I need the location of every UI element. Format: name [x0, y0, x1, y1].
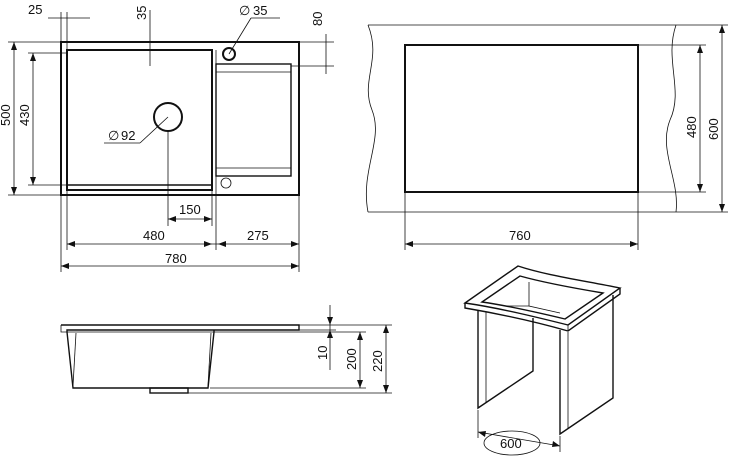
bowl-outline [66, 49, 213, 191]
drain-outlet [149, 387, 189, 394]
sink-outline [60, 41, 300, 196]
dim-hole-offset: 35 [134, 6, 149, 20]
dim-cutout-inner-height: 480 [684, 116, 699, 138]
dim-drain-diameter: 92 [121, 128, 135, 143]
dim-side-total: 220 [370, 350, 385, 372]
diameter-symbol-hole: ∅ [239, 3, 250, 18]
dim-drain-offset: 150 [179, 202, 201, 217]
dim-cutout-outer-height: 600 [706, 118, 721, 140]
cutout-view: 480 600 760 [366, 24, 728, 250]
sink-side-view: 10 200 220 [60, 305, 392, 394]
cutout-outline [404, 44, 639, 193]
overflow-hole [220, 177, 232, 189]
cabinet-3d-view: 600 [463, 265, 622, 456]
dim-total-width: 780 [165, 251, 187, 266]
countertop-left-edge [366, 24, 376, 213]
dim-side-mid: 200 [344, 348, 359, 370]
dim-side-top: 10 [315, 346, 330, 360]
cabinet-countertop [463, 265, 622, 326]
dim-hole-diameter: 35 [253, 3, 267, 18]
dim-bowl-width: 480 [143, 228, 165, 243]
cabinet-cutout [480, 275, 605, 320]
dim-right-top: 80 [310, 12, 325, 26]
sink-top-view: 25 35 ∅ 35 80 500 430 ∅ 92 [0, 2, 334, 272]
dim-left-margin: 25 [28, 2, 42, 17]
dim-height-bowl: 430 [17, 104, 32, 126]
dim-cabinet-width-bubble [483, 430, 541, 456]
dim-drainer-width: 275 [247, 228, 269, 243]
drainer-area [215, 63, 292, 177]
dim-cabinet-width: 600 [500, 436, 522, 451]
countertop-right-edge [666, 24, 677, 213]
diameter-symbol-drain: ∅ [108, 128, 119, 143]
cabinet-left-panel [477, 310, 534, 410]
tap-hole [222, 47, 236, 61]
dim-cutout-width: 760 [509, 228, 531, 243]
side-profile [61, 324, 300, 389]
cabinet-right-panel [559, 295, 614, 436]
dim-height-outer: 500 [0, 104, 13, 126]
